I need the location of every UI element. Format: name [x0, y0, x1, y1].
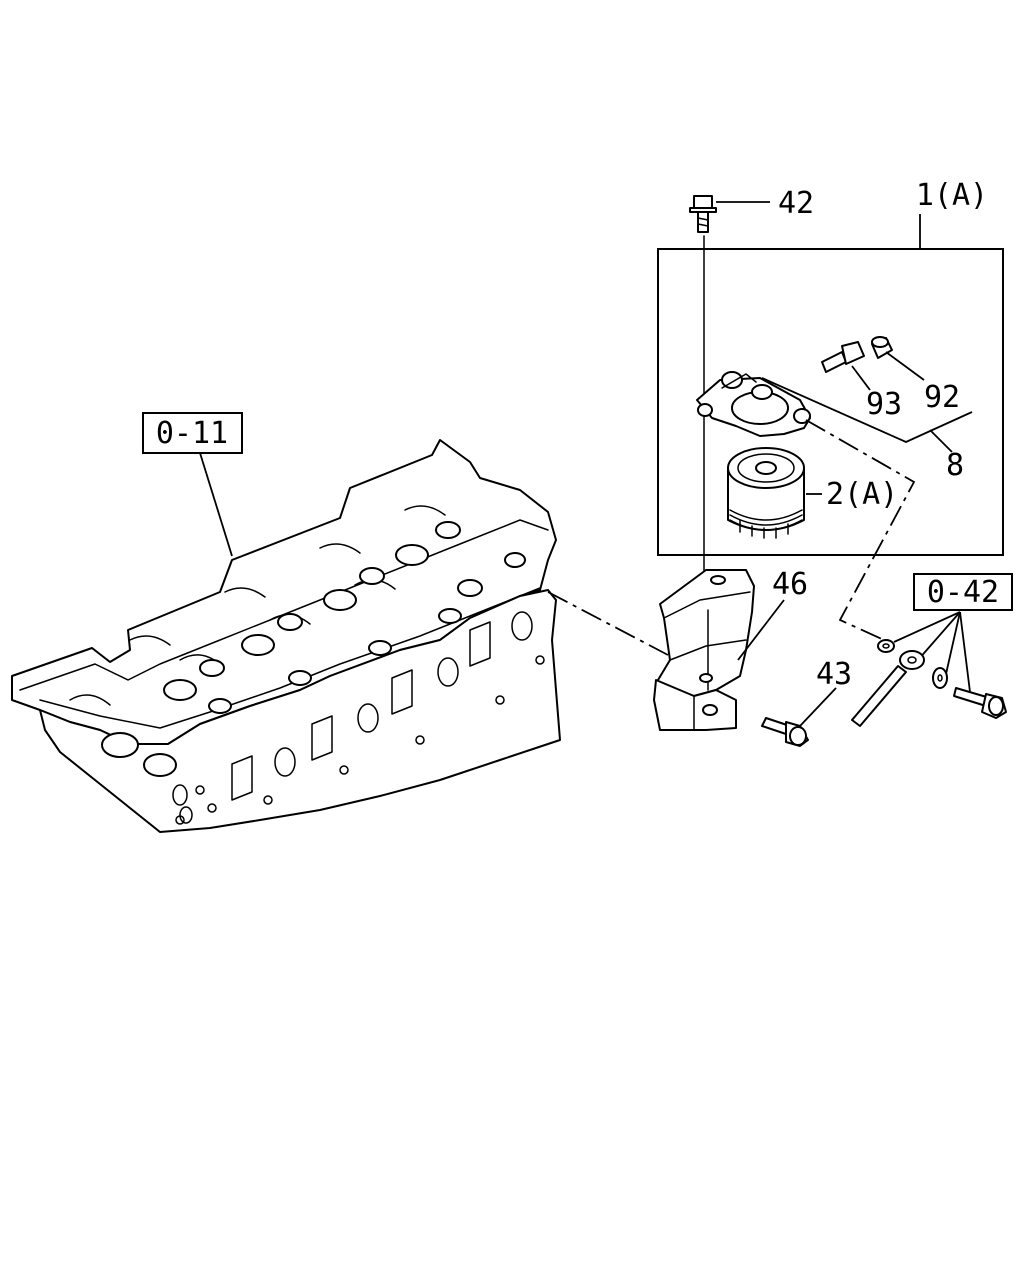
- leader-plug-92: [885, 351, 925, 381]
- bolt-43[interactable]: [761, 717, 809, 747]
- ref-box-fasteners[interactable]: 0-42: [913, 573, 1013, 611]
- fastener-leaders: [893, 611, 971, 693]
- ref-box-cylinder-head[interactable]: 0-11: [142, 412, 243, 454]
- callout-plug-92: 92: [924, 380, 960, 415]
- assembly-box: [657, 248, 1004, 556]
- callout-assembly: 1(A): [916, 178, 988, 213]
- leader-connector-93: [851, 365, 871, 391]
- dashdot-head-fasteners: [805, 419, 916, 641]
- leader-bolt-43: [799, 687, 837, 727]
- leader-head-8: [761, 377, 973, 443]
- bracket-46[interactable]: [653, 569, 755, 731]
- connector-93[interactable]: [821, 341, 865, 373]
- callout-bolt-43: 43: [816, 657, 852, 692]
- leader-cylinder-head: [199, 452, 233, 557]
- bolt-42[interactable]: [689, 195, 717, 233]
- eye-bolt[interactable]: [851, 650, 925, 727]
- dashdot-head-bracket: [547, 591, 669, 656]
- callout-bracket-46: 46: [772, 567, 808, 602]
- bolt-fastener[interactable]: [953, 687, 1007, 719]
- callout-bolt-42: 42: [778, 186, 814, 221]
- callout-connector-93: 93: [866, 387, 902, 422]
- cylinder-head: [11, 439, 561, 833]
- washer-1[interactable]: [877, 639, 895, 653]
- leader-bracket-46: [737, 599, 785, 661]
- filter-cartridge[interactable]: [727, 447, 805, 539]
- filter-head[interactable]: [696, 371, 811, 437]
- ref-label-cylinder-head: 0-11: [156, 416, 228, 451]
- callout-filter: 2(A): [826, 477, 898, 512]
- callout-head-8: 8: [946, 448, 964, 483]
- washer-2[interactable]: [932, 667, 948, 689]
- plug-92[interactable]: [871, 336, 893, 359]
- ref-label-fasteners: 0-42: [927, 575, 999, 610]
